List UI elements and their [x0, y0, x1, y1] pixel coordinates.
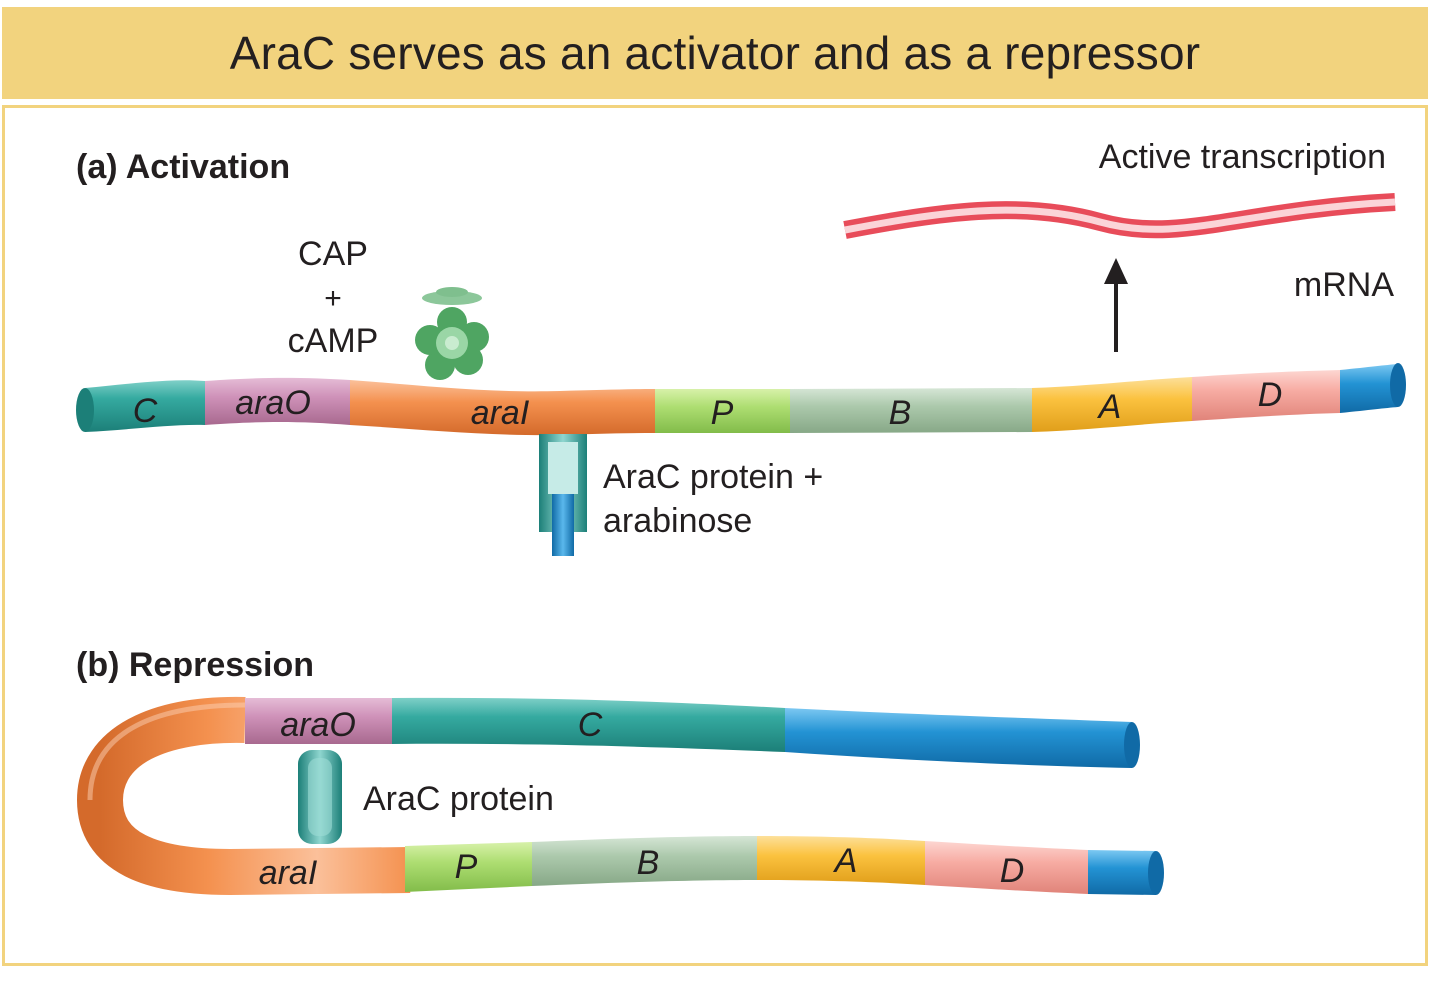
gene-arai-label: araI — [471, 394, 530, 432]
rep-gene-arao-segment — [245, 698, 392, 744]
gene-d-segment — [1192, 370, 1340, 421]
arac-protein-label: AraC protein — [363, 780, 554, 818]
rep-gene-b-label: B — [637, 844, 660, 882]
arac-arabinose-protein-icon — [539, 434, 587, 556]
rep-dna-end-top-segment — [785, 708, 1132, 768]
gene-d-label: D — [1258, 376, 1283, 414]
dna-strand-repression — [76, 696, 1164, 896]
rep-gene-d-segment — [925, 841, 1088, 894]
gene-arao-label: araO — [235, 384, 311, 422]
title-banner: AraC serves as an activator and as a rep… — [2, 7, 1428, 99]
gene-a-label: A — [1097, 388, 1122, 426]
rep-gene-arao-label: araO — [280, 706, 356, 744]
dna-strand-activation — [76, 363, 1406, 436]
arai-loop-segment — [76, 696, 411, 896]
cap-label: CAP — [298, 235, 368, 273]
rep-gene-c-label: C — [578, 706, 603, 744]
rep-gene-b-segment — [532, 836, 757, 886]
gene-c-label: C — [133, 392, 158, 430]
transcription-arrow-icon — [1104, 258, 1128, 352]
gene-arai-segment — [350, 380, 655, 436]
rep-dna-end-bottom-segment — [1088, 850, 1156, 895]
diagram-panel — [2, 105, 1428, 966]
gene-c-segment — [85, 380, 205, 432]
rep-gene-d-label: D — [1000, 852, 1025, 890]
mrna-label: mRNA — [1294, 266, 1394, 304]
activation-heading: (a) Activation — [76, 148, 290, 186]
gene-p-segment — [655, 389, 790, 433]
gene-arao-segment — [205, 377, 350, 425]
arac-protein-icon — [298, 750, 342, 844]
rep-gene-a-segment — [757, 836, 925, 885]
rep-gene-arai-label: araI — [259, 854, 318, 892]
arac-arabinose-label-line1: AraC protein + — [603, 458, 823, 496]
mrna-strand — [843, 193, 1396, 239]
gene-a-segment — [1032, 377, 1192, 432]
rep-gene-p-label: P — [455, 848, 478, 886]
rep-gene-a-label: A — [833, 842, 858, 880]
camp-label: cAMP — [288, 322, 379, 360]
dna-end-segment — [1340, 364, 1398, 413]
active-transcription-label: Active transcription — [1099, 138, 1386, 176]
diagram-title: AraC serves as an activator and as a rep… — [229, 27, 1201, 79]
cap-plus-label: + — [324, 282, 342, 315]
gene-b-label: B — [889, 394, 912, 432]
gene-b-segment — [790, 388, 1032, 433]
repression-heading: (b) Repression — [76, 646, 314, 684]
arac-arabinose-label-line2: arabinose — [603, 502, 752, 540]
cap-protein-icon — [415, 287, 489, 380]
rep-gene-c-segment — [392, 697, 785, 752]
rep-gene-p-segment — [405, 842, 532, 892]
gene-p-label: P — [711, 394, 734, 432]
